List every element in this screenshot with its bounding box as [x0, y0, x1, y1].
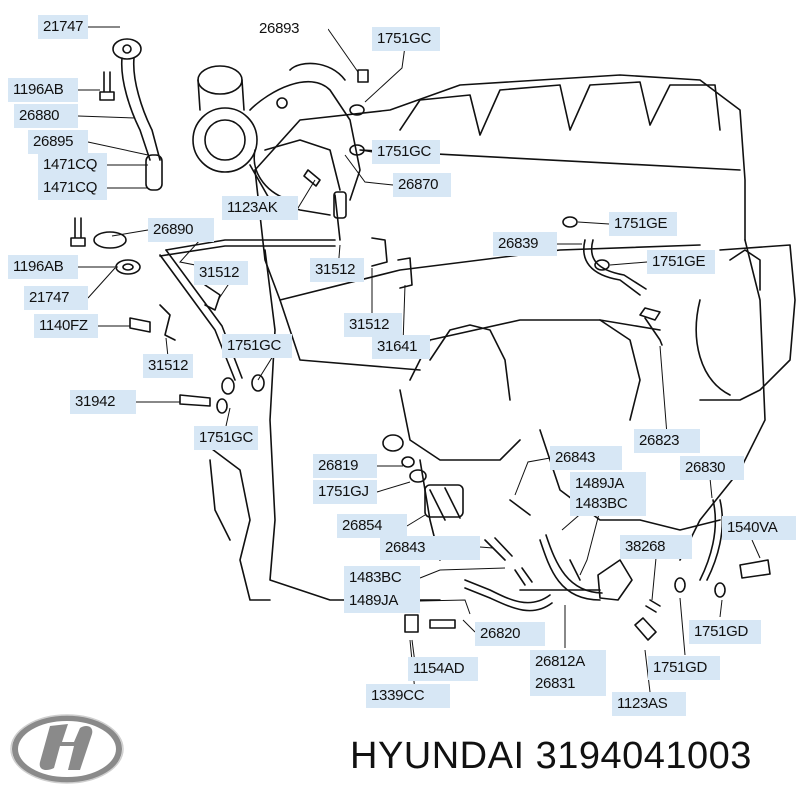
part-label[interactable]: 26893	[254, 17, 328, 41]
part-label[interactable]: 1154AD	[408, 657, 478, 681]
part-label[interactable]: 26819	[313, 454, 377, 478]
part-label[interactable]: 1483BC	[570, 492, 646, 516]
part-label[interactable]: 26870	[393, 173, 451, 197]
part-label[interactable]: 1540VA	[722, 516, 796, 540]
hyundai-logo-icon	[10, 714, 124, 784]
part-label[interactable]: 31512	[194, 261, 248, 285]
part-label[interactable]: 31641	[372, 335, 430, 359]
part-label[interactable]: 1751GJ	[313, 480, 377, 504]
part-label[interactable]: 26830	[680, 456, 744, 480]
part-label[interactable]: 1751GE	[647, 250, 715, 274]
turbocharger-outline	[192, 62, 361, 216]
part-label[interactable]: 26895	[28, 130, 88, 154]
part-label[interactable]: 26843	[550, 446, 622, 470]
part-label[interactable]: 21747	[38, 15, 88, 39]
part-label[interactable]: 31512	[310, 258, 364, 282]
part-label[interactable]: 26854	[337, 514, 407, 538]
part-label[interactable]: 1489JA	[344, 589, 420, 613]
bolt-outlines	[70, 69, 771, 641]
part-label[interactable]: 1751GC	[372, 140, 440, 164]
part-label[interactable]: 31512	[143, 354, 193, 378]
part-label[interactable]: 26823	[634, 429, 700, 453]
part-label[interactable]: 1196AB	[8, 78, 78, 102]
part-label[interactable]: 1123AK	[222, 196, 298, 220]
brand-part-number: HYUNDAI 3194041003	[350, 735, 752, 777]
part-label[interactable]: 38268	[620, 535, 692, 559]
part-label[interactable]: 1751GC	[222, 334, 292, 358]
part-label[interactable]: 1196AB	[8, 255, 78, 279]
part-label[interactable]: 1471CQ	[38, 176, 107, 200]
part-label[interactable]: 1751GE	[609, 212, 677, 236]
part-label[interactable]: 1140FZ	[34, 314, 98, 338]
part-label[interactable]: 1751GC	[194, 426, 258, 450]
part-label[interactable]: 26890	[148, 218, 214, 242]
part-label[interactable]: 26812A	[530, 650, 606, 674]
part-label[interactable]: 1751GD	[689, 620, 761, 644]
part-label[interactable]: 1751GC	[372, 27, 440, 51]
part-label[interactable]: 1751GD	[648, 656, 720, 680]
part-label[interactable]: 31512	[344, 313, 402, 337]
part-label[interactable]: 1123AS	[612, 692, 686, 716]
bracket-outlines	[159, 237, 413, 341]
part-label[interactable]: 26831	[530, 672, 606, 696]
part-label[interactable]: 26839	[493, 232, 557, 256]
part-label[interactable]: 26820	[475, 622, 545, 646]
part-label[interactable]: 21747	[24, 286, 88, 310]
part-label[interactable]: 1483BC	[344, 566, 420, 590]
part-label[interactable]: 1339CC	[366, 684, 450, 708]
part-label[interactable]: 1471CQ	[38, 153, 107, 177]
washer-outlines	[93, 104, 726, 598]
part-label[interactable]: 26843	[380, 536, 480, 560]
part-label[interactable]: 26880	[14, 104, 78, 128]
part-label[interactable]: 31942	[70, 390, 136, 414]
oil-feed-pipe	[112, 38, 347, 381]
pipe-lines	[424, 239, 724, 612]
